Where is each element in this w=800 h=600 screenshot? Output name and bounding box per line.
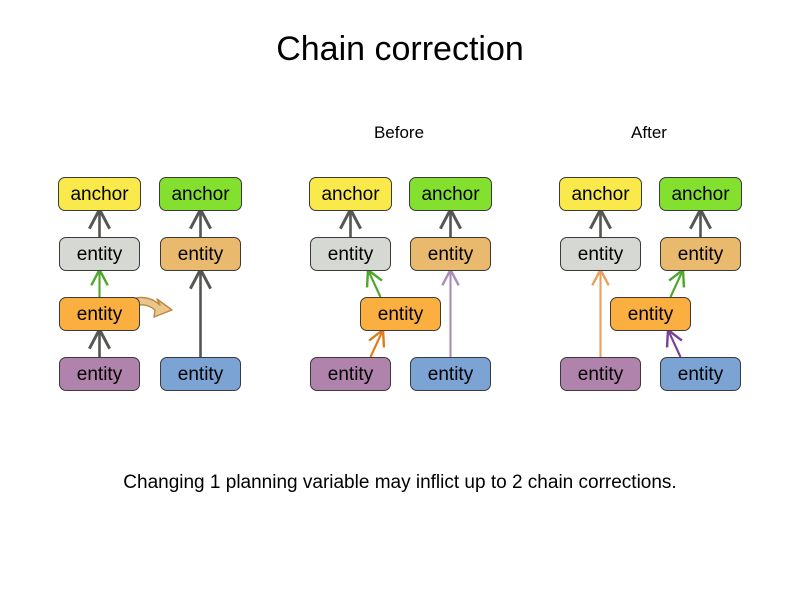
node-label: entity bbox=[677, 363, 724, 385]
node-label: anchor bbox=[171, 183, 230, 205]
node-a-entity-blue[interactable]: entity bbox=[660, 357, 741, 391]
node-a-entity-orange[interactable]: entity bbox=[610, 297, 691, 331]
node-a-entity-purple[interactable]: entity bbox=[560, 357, 641, 391]
node-label: entity bbox=[177, 243, 224, 265]
diagram-label-before: Before bbox=[373, 123, 425, 142]
node-i-entity-orange[interactable]: entity bbox=[59, 297, 140, 331]
node-label: entity bbox=[76, 243, 123, 265]
arrow-a-a4 bbox=[671, 271, 683, 298]
node-label: anchor bbox=[70, 183, 129, 205]
node-label: entity bbox=[427, 243, 474, 265]
node-label: entity bbox=[327, 243, 374, 265]
node-label: entity bbox=[177, 363, 224, 385]
node-label: entity bbox=[327, 363, 374, 385]
node-b-entity-orange[interactable]: entity bbox=[360, 297, 441, 331]
node-i-entity-purple[interactable]: entity bbox=[59, 357, 140, 391]
node-b-anchor-2[interactable]: anchor bbox=[409, 177, 492, 211]
node-b-entity-blue[interactable]: entity bbox=[410, 357, 491, 391]
arrow-b-a3 bbox=[369, 271, 381, 298]
node-i-entity-grey[interactable]: entity bbox=[59, 237, 140, 271]
arrow-b-a4 bbox=[371, 331, 383, 358]
node-label: entity bbox=[577, 363, 624, 385]
node-label: anchor bbox=[571, 183, 630, 205]
node-label: entity bbox=[76, 363, 123, 385]
diagram-label-after: After bbox=[631, 123, 667, 142]
node-label: anchor bbox=[421, 183, 480, 205]
node-a-anchor-1[interactable]: anchor bbox=[559, 177, 642, 211]
node-b-entity-purple[interactable]: entity bbox=[310, 357, 391, 391]
node-b-entity-tan[interactable]: entity bbox=[410, 237, 491, 271]
node-label: entity bbox=[76, 303, 123, 325]
slide-caption: Changing 1 planning variable may inflict… bbox=[123, 472, 677, 493]
node-label: anchor bbox=[671, 183, 730, 205]
node-label: entity bbox=[427, 363, 474, 385]
node-label: entity bbox=[677, 243, 724, 265]
node-a-entity-tan[interactable]: entity bbox=[660, 237, 741, 271]
node-a-entity-grey[interactable]: entity bbox=[560, 237, 641, 271]
node-i-anchor-2[interactable]: anchor bbox=[159, 177, 242, 211]
node-b-anchor-1[interactable]: anchor bbox=[309, 177, 392, 211]
node-i-entity-blue[interactable]: entity bbox=[160, 357, 241, 391]
node-label: entity bbox=[377, 303, 424, 325]
arrow-a-a5 bbox=[669, 331, 681, 358]
node-label: entity bbox=[627, 303, 674, 325]
node-a-anchor-2[interactable]: anchor bbox=[659, 177, 742, 211]
node-i-anchor-1[interactable]: anchor bbox=[58, 177, 141, 211]
node-label: anchor bbox=[321, 183, 380, 205]
page-title: Chain correction bbox=[276, 30, 524, 68]
node-label: entity bbox=[577, 243, 624, 265]
node-b-entity-grey[interactable]: entity bbox=[310, 237, 391, 271]
node-i-entity-tan[interactable]: entity bbox=[160, 237, 241, 271]
